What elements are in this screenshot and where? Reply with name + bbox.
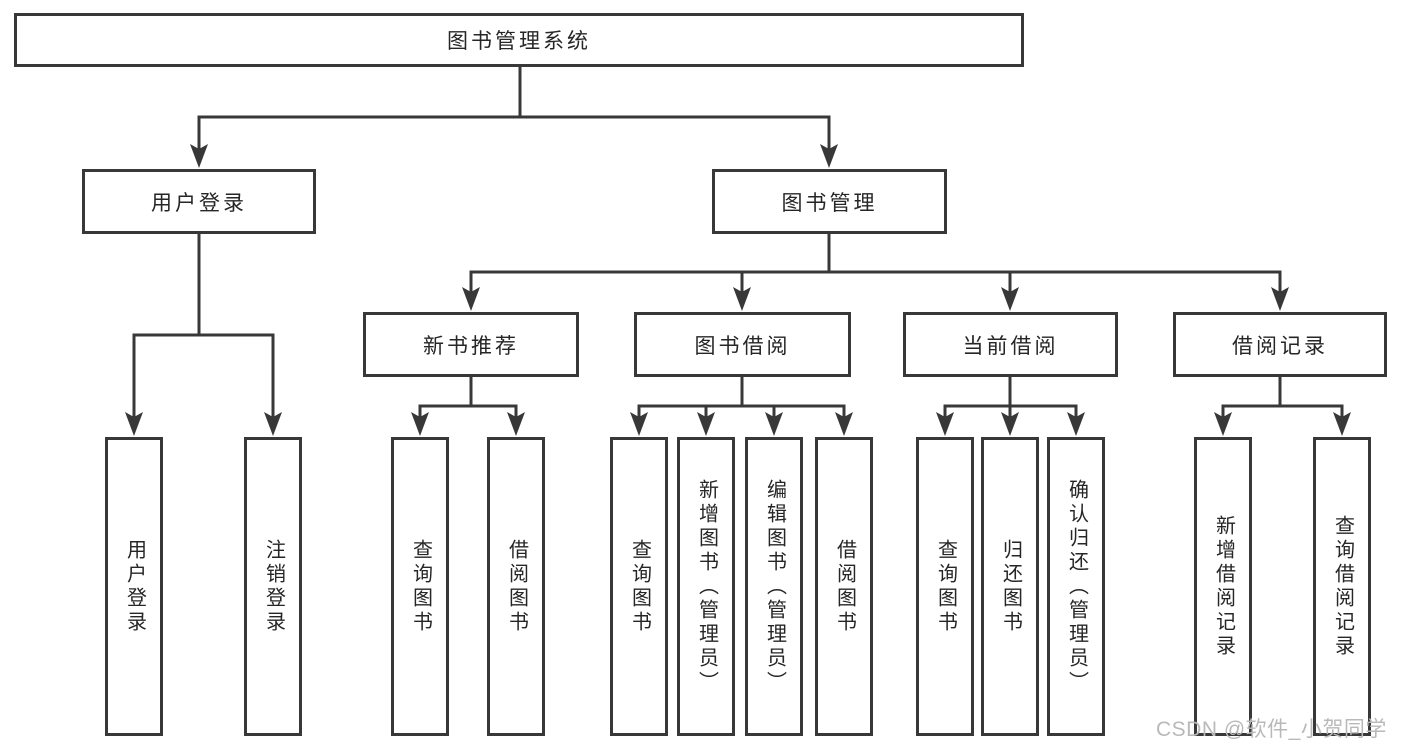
leaf-borrow-books: 借阅图书 (815, 437, 873, 736)
node-book-borrow: 图书借阅 (634, 312, 851, 377)
node-book-management: 图书管理 (712, 169, 947, 234)
leaf-edit-books-admin: 编辑图书（管理员） (745, 437, 803, 736)
leaf-query-borrow-record: 查询借阅记录 (1313, 437, 1371, 736)
node-new-book-recommend: 新书推荐 (363, 312, 579, 377)
csdn-watermark: CSDN @软件_小贺同学 (1156, 718, 1387, 741)
leaf-user-login: 用户登录 (105, 437, 163, 736)
node-root-system: 图书管理系统 (14, 13, 1024, 67)
leaf-confirm-return-admin: 确认归还（管理员） (1047, 437, 1105, 736)
leaf-query-books-recommend: 查询图书 (391, 437, 449, 736)
leaf-query-books-borrow: 查询图书 (610, 437, 668, 736)
node-borrow-records: 借阅记录 (1173, 312, 1387, 377)
node-current-borrow: 当前借阅 (903, 312, 1118, 377)
node-user-login: 用户登录 (82, 169, 316, 234)
leaf-add-borrow-record: 新增借阅记录 (1194, 437, 1252, 736)
leaf-query-books-current: 查询图书 (916, 437, 974, 736)
leaf-borrow-books-recommend: 借阅图书 (487, 437, 545, 736)
leaf-logout: 注销登录 (244, 437, 302, 736)
leaf-return-books: 归还图书 (981, 437, 1039, 736)
leaf-add-books-admin: 新增图书（管理员） (677, 437, 735, 736)
